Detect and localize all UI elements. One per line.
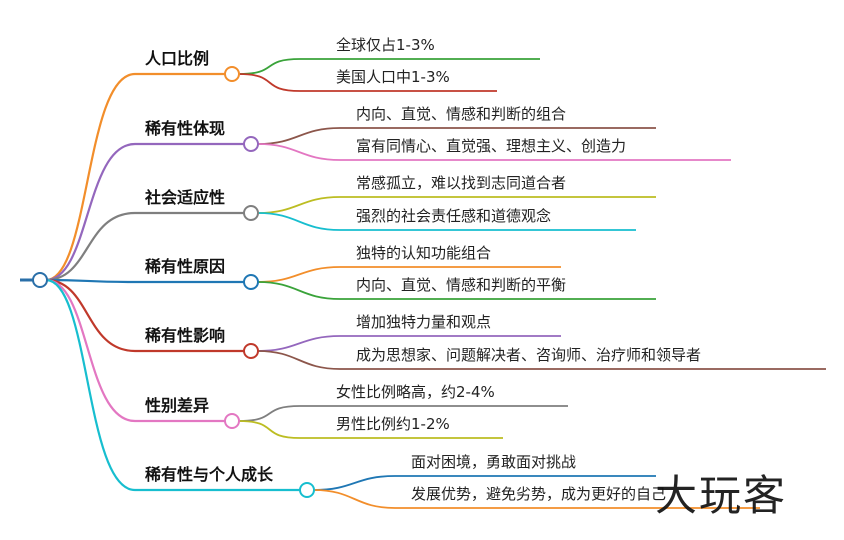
topic-connector bbox=[45, 278, 244, 353]
leaf-node[interactable]: 面对困境，勇敢面对挑战 bbox=[411, 453, 577, 471]
leaf-connector bbox=[238, 405, 568, 422]
leaf-node[interactable]: 发展优势，避免劣势，成为更好的自己 bbox=[411, 485, 667, 503]
leaf-node[interactable]: 女性比例略高，约2-4% bbox=[336, 383, 495, 401]
leaf-node[interactable]: 独特的认知功能组合 bbox=[356, 244, 492, 262]
leaf-connector bbox=[257, 196, 656, 214]
topic-connector bbox=[45, 278, 300, 492]
leaf-node[interactable]: 强烈的社会责任感和道德观念 bbox=[356, 207, 552, 225]
leaf-connector bbox=[238, 73, 497, 92]
leaf-node[interactable]: 内向、直觉、情感和判断的组合 bbox=[356, 105, 567, 123]
leaf-connector bbox=[257, 266, 561, 283]
topic-node[interactable]: 稀有性原因 bbox=[145, 257, 226, 276]
topic-node[interactable]: 社会适应性 bbox=[145, 188, 226, 207]
leaf-connector bbox=[257, 212, 636, 231]
leaf-connector bbox=[238, 420, 503, 439]
leaf-connector bbox=[257, 335, 561, 352]
topic-connector bbox=[45, 142, 244, 282]
leaf-connector bbox=[313, 489, 760, 509]
leaf-connector bbox=[257, 350, 826, 370]
topic-collapse-toggle[interactable] bbox=[224, 66, 240, 82]
leaf-node[interactable]: 常感孤立，难以找到志同道合者 bbox=[356, 174, 567, 192]
topic-node[interactable]: 性别差异 bbox=[145, 396, 210, 415]
watermark: 大玩客 bbox=[655, 471, 788, 520]
topic-connector bbox=[45, 72, 225, 282]
root-node-toggle[interactable] bbox=[32, 272, 48, 288]
topic-node[interactable]: 稀有性影响 bbox=[145, 326, 226, 345]
leaf-connector bbox=[238, 58, 540, 75]
topic-node[interactable]: 人口比例 bbox=[145, 49, 210, 68]
topic-connector bbox=[45, 278, 244, 284]
leaf-node[interactable]: 全球仅占1-3% bbox=[336, 36, 435, 54]
topic-connector bbox=[45, 211, 244, 282]
leaf-connector bbox=[257, 127, 656, 145]
leaf-node[interactable]: 内向、直觉、情感和判断的平衡 bbox=[356, 276, 567, 294]
leaf-node[interactable]: 成为思想家、问题解决者、咨询师、治疗师和领导者 bbox=[356, 346, 702, 364]
topic-collapse-toggle[interactable] bbox=[299, 482, 315, 498]
topic-collapse-toggle[interactable] bbox=[243, 274, 259, 290]
leaf-node[interactable]: 美国人口中1-3% bbox=[336, 68, 450, 86]
topic-node[interactable]: 稀有性体现 bbox=[145, 119, 226, 138]
leaf-node[interactable]: 男性比例约1-2% bbox=[336, 415, 450, 433]
topic-node[interactable]: 稀有性与个人成长 bbox=[145, 465, 274, 484]
leaf-node[interactable]: 富有同情心、直觉强、理想主义、创造力 bbox=[356, 137, 627, 155]
leaf-connector bbox=[313, 475, 656, 491]
topic-connector bbox=[45, 278, 225, 423]
topic-collapse-toggle[interactable] bbox=[243, 136, 259, 152]
leaf-node[interactable]: 增加独特力量和观点 bbox=[356, 313, 492, 331]
topic-collapse-toggle[interactable] bbox=[243, 205, 259, 221]
topic-collapse-toggle[interactable] bbox=[243, 343, 259, 359]
leaf-connector bbox=[257, 143, 731, 161]
leaf-connector bbox=[257, 281, 656, 300]
topic-collapse-toggle[interactable] bbox=[224, 413, 240, 429]
